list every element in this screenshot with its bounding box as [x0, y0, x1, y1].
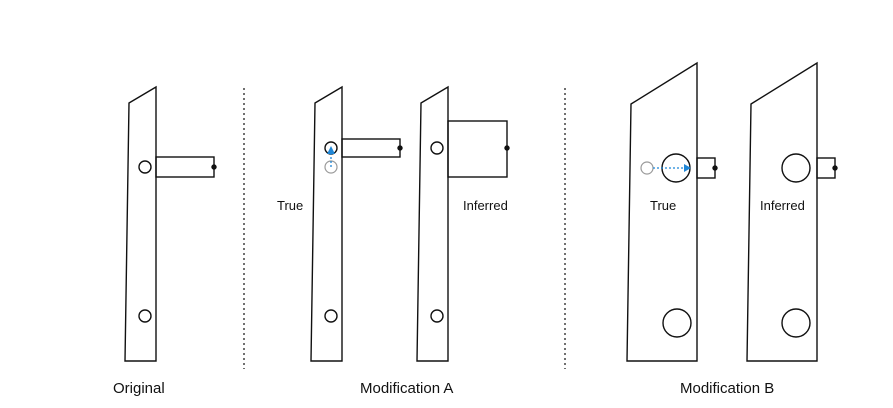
mod-a-true-label: True — [277, 198, 304, 213]
mod-a-inferred-bar — [416, 85, 510, 362]
caption-modification-b: Modification B — [680, 380, 775, 397]
mod-a-shift-arrow — [327, 146, 335, 167]
mod-b-inferred-label: Inferred — [760, 198, 805, 213]
mod-b-true-label: True — [650, 198, 677, 213]
caption-modification-a: Modification A — [360, 380, 454, 397]
mod-a-true-bar — [310, 85, 403, 362]
mod-b-true-bar — [626, 61, 718, 362]
mod-a-inferred-label: Inferred — [463, 198, 508, 213]
mod-b-ghost-hole — [640, 161, 654, 175]
mod-b-shift-arrow — [653, 164, 691, 172]
mod-b-inferred-bar — [746, 61, 838, 362]
original-bar — [124, 85, 217, 362]
caption-original: Original — [113, 380, 165, 397]
